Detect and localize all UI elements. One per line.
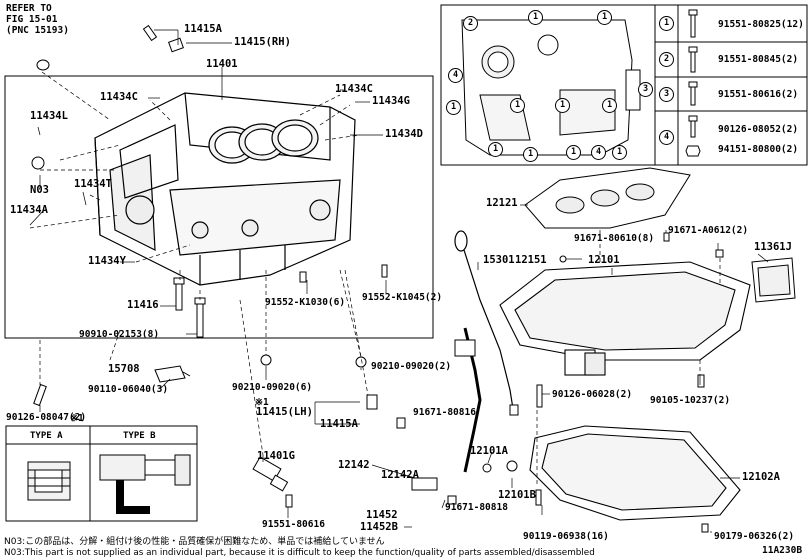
dashed-leaders: [29, 71, 721, 485]
inset-callout-1: 1: [528, 10, 543, 25]
type-a-fitting: [27, 461, 71, 501]
part-91671-80816[interactable]: 91671-80816: [413, 407, 476, 418]
part-11434L[interactable]: 11434L: [30, 110, 68, 122]
part-11434D[interactable]: 11434D: [385, 128, 423, 140]
legend-part-4b[interactable]: 94151-80800(2): [718, 144, 799, 155]
inset-callout-1: 1: [555, 98, 570, 113]
part-91671-A0612[interactable]: 91671-A0612(2): [668, 225, 749, 236]
legend-num-2: 2: [659, 52, 674, 67]
inset-frame: [440, 4, 808, 166]
inset-callout-2: 2: [463, 16, 478, 31]
legend-num-3: 3: [659, 87, 674, 102]
inset-callout-3: 3: [638, 82, 653, 97]
part-90119-06938[interactable]: 90119-06938(16): [523, 531, 609, 542]
refer-note-line3: (PNC 15193): [6, 25, 69, 36]
bolt-shapes: [31, 24, 724, 533]
part-11434C-a[interactable]: 11434C: [100, 91, 138, 103]
part-91671-80610[interactable]: 91671-80610(8): [574, 233, 655, 244]
part-90910-02153[interactable]: 90910-02153(8): [79, 329, 160, 340]
part-11416[interactable]: 11416: [127, 299, 159, 311]
part-11415A-bottom[interactable]: 11415A: [320, 418, 358, 430]
part-15708[interactable]: 15708: [108, 363, 140, 375]
cover-plate-drawing: [751, 257, 796, 303]
part-90126-08047[interactable]: 90126-08047(2): [6, 412, 87, 423]
part-91552-k1045[interactable]: 91552-K1045(2): [362, 292, 443, 303]
part-11401G[interactable]: 11401G: [257, 450, 295, 462]
inset-callout-1: 1: [602, 98, 617, 113]
inset-callout-1: 1: [510, 98, 525, 113]
engine-block-frame: [4, 75, 434, 339]
inset-callout-4: 4: [591, 145, 606, 160]
type-box: [5, 425, 198, 522]
part-11361J[interactable]: 11361J: [754, 241, 792, 253]
part-11415-rh[interactable]: 11415(RH): [234, 36, 291, 48]
engine-block-drawing: [94, 92, 356, 286]
part-11434G[interactable]: 11434G: [372, 95, 410, 107]
part-12142A[interactable]: 12142A: [381, 469, 419, 481]
legend-num-1: 1: [659, 16, 674, 31]
inset-callout-1: 1: [523, 147, 538, 162]
dipstick-drawing: [454, 230, 515, 416]
part-90210-09020-2[interactable]: 90210-09020(2): [371, 361, 452, 372]
part-12101[interactable]: 12101: [588, 254, 620, 266]
oil-pan-lower-drawing: [529, 425, 741, 521]
pipe-drawing: [154, 365, 191, 383]
part-90126-06028[interactable]: 90126-06028(2): [552, 389, 633, 400]
note-n03-english: N03:This part is not supplied as an indi…: [4, 548, 595, 558]
part-90110-06040[interactable]: 90110-06040(3): [88, 384, 169, 395]
inset-callout-1: 1: [597, 10, 612, 25]
part-11434C-b[interactable]: 11434C: [335, 83, 373, 95]
legend-part-1[interactable]: 91551-80825(12): [718, 19, 804, 30]
part-91671-80818[interactable]: 91671-80818: [445, 502, 508, 513]
refer-note-line1: REFER TO: [6, 3, 52, 14]
part-11452[interactable]: 11452: [366, 509, 398, 521]
part-11401[interactable]: 11401: [206, 58, 238, 70]
part-11452B[interactable]: 11452B: [360, 521, 398, 533]
legend-num-4: 4: [659, 130, 674, 145]
part-12121[interactable]: 12121: [486, 197, 518, 209]
tube-bracket-drawing: [411, 477, 438, 491]
inset-callout-1: 1: [566, 145, 581, 160]
part-11415A-top[interactable]: 11415A: [184, 23, 222, 35]
timing-cover-drawing: [461, 19, 641, 156]
legend-part-4a[interactable]: 90126-08052(2): [718, 124, 799, 135]
type-a-label: TYPE A: [30, 431, 63, 441]
inset-callout-1: 1: [488, 142, 503, 157]
part-90179-06326[interactable]: 90179-06326(2): [714, 531, 795, 542]
inset-callout-1: 1: [446, 100, 461, 115]
part-12142[interactable]: 12142: [338, 459, 370, 471]
legend-part-2[interactable]: 91551-80845(2): [718, 54, 799, 65]
type-b-label: TYPE B: [123, 431, 156, 441]
sensor-drawing: [252, 456, 289, 492]
part-91551-80616[interactable]: 91551-80616: [262, 519, 325, 530]
inset-callout-4: 4: [448, 68, 463, 83]
part-90105-10237[interactable]: 90105-10237(2): [650, 395, 731, 406]
part-15301[interactable]: 15301: [483, 254, 515, 266]
figure-id: 11A230B: [762, 545, 803, 556]
note-n03-marker[interactable]: N03: [30, 184, 49, 196]
part-12101A[interactable]: 12101A: [470, 445, 508, 457]
legend-part-3[interactable]: 91551-80616(2): [718, 89, 799, 100]
part-90210-09020-6[interactable]: 90210-09020(6): [232, 382, 313, 393]
part-12102A[interactable]: 12102A: [742, 471, 780, 483]
part-11434T[interactable]: 11434T: [74, 178, 112, 190]
type-b-fitting: [99, 454, 191, 514]
part-12151[interactable]: 12151: [515, 254, 547, 266]
part-11415-lh[interactable]: 11415(LH): [256, 406, 313, 418]
part-12101B[interactable]: 12101B: [498, 489, 536, 501]
oil-pan-upper-drawing: [499, 261, 751, 376]
type-mark-reference: ※1: [255, 397, 269, 408]
refer-note-line2[interactable]: FIG 15-01: [6, 14, 58, 25]
note-n03-japanese: N03:この部品は、分解・組付け後の性能・品質確保が困難なため、単品では補給して…: [4, 537, 385, 547]
part-91552-k1030[interactable]: 91552-K1030(6): [265, 297, 346, 308]
part-11434A[interactable]: 11434A: [10, 204, 48, 216]
type-box-mark: ※1: [70, 413, 84, 424]
baffle-plate-drawing: [524, 167, 691, 229]
part-11434Y[interactable]: 11434Y: [88, 255, 126, 267]
leader-lines: [29, 29, 769, 533]
inset-callout-1: 1: [612, 145, 627, 160]
